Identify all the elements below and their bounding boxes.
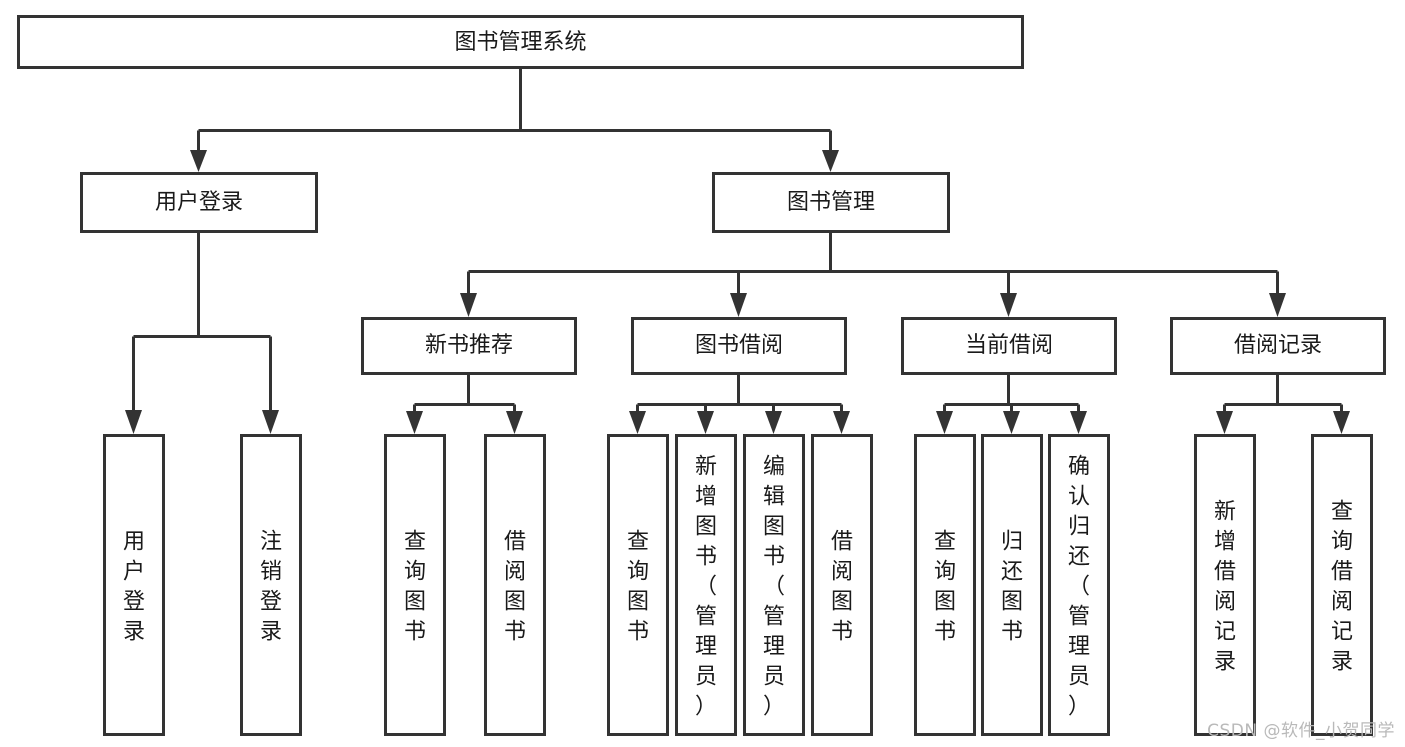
node-current-borrow-label: 当前借阅 <box>965 333 1053 358</box>
leaf-borrow-record-1-box[interactable] <box>1311 434 1373 736</box>
leaf-user-login-0[interactable]: 用户登录 <box>103 434 165 736</box>
node-book-management[interactable]: 图书管理 <box>712 172 950 233</box>
leaf-current-borrow-2-label: 确认归还（管理员） <box>1068 454 1090 719</box>
leaf-book-borrow-2-label: 编辑图书（管理员） <box>763 454 785 719</box>
leaf-new-book-1-label: 借阅图书 <box>504 529 526 644</box>
node-book-borrow[interactable]: 图书借阅 <box>631 317 847 375</box>
leaf-book-borrow-3-label: 借阅图书 <box>831 529 853 644</box>
leaf-book-borrow-0-label: 查询图书 <box>627 529 649 644</box>
arrow-head-user-login-child-2 <box>262 410 279 434</box>
leaf-current-borrow-2[interactable]: 确认归还（管理员） <box>1048 434 1110 736</box>
node-book-management-box[interactable] <box>712 172 950 233</box>
node-root[interactable]: 图书管理系统 <box>17 15 1024 69</box>
node-new-book-recommend-label: 新书推荐 <box>425 333 513 358</box>
node-new-book-recommend-box[interactable] <box>361 317 577 375</box>
leaf-book-borrow-2[interactable]: 编辑图书（管理员） <box>743 434 805 736</box>
leaf-book-borrow-3-box[interactable] <box>811 434 873 736</box>
arrow-head-book-mgmt <box>822 150 839 172</box>
arrow-head-borrow-record <box>1269 293 1286 317</box>
leaf-new-book-0[interactable]: 查询图书 <box>384 434 446 736</box>
node-book-management-label: 图书管理 <box>787 190 875 215</box>
leaf-current-borrow-0[interactable]: 查询图书 <box>914 434 976 736</box>
arrow-head-new-book-leaf-2 <box>506 411 523 434</box>
arrow-head-new-book <box>460 293 477 317</box>
leaf-book-borrow-0-box[interactable] <box>607 434 669 736</box>
leaf-borrow-record-0[interactable]: 新增借阅记录 <box>1194 434 1256 736</box>
leaf-current-borrow-0-box[interactable] <box>914 434 976 736</box>
arrow-head-current-borrow <box>1000 293 1017 317</box>
leaf-new-book-0-label: 查询图书 <box>404 529 426 644</box>
arrow-head-book-borrow-leaf-4 <box>833 411 850 434</box>
arrow-head-user-login-child-1 <box>125 410 142 434</box>
arrow-head-user-login <box>190 150 207 172</box>
node-root-box[interactable] <box>17 15 1024 69</box>
leaf-borrow-record-1-label: 查询借阅记录 <box>1331 499 1353 674</box>
leaf-borrow-record-0-box[interactable] <box>1194 434 1256 736</box>
leaf-user-login-1-box[interactable] <box>240 434 302 736</box>
node-root-label: 图书管理系统 <box>454 30 586 55</box>
leaf-current-borrow-0-label: 查询图书 <box>934 529 956 644</box>
leaf-current-borrow-1[interactable]: 归还图书 <box>981 434 1043 736</box>
leaf-user-login-0-box[interactable] <box>103 434 165 736</box>
node-current-borrow[interactable]: 当前借阅 <box>901 317 1117 375</box>
node-borrow-record[interactable]: 借阅记录 <box>1170 317 1386 375</box>
leaf-user-login-0-label: 用户登录 <box>123 529 145 644</box>
leaf-borrow-record-1[interactable]: 查询借阅记录 <box>1311 434 1373 736</box>
node-user-login-box[interactable] <box>80 172 318 233</box>
arrow-head-new-book-leaf-1 <box>406 411 423 434</box>
node-new-book-recommend[interactable]: 新书推荐 <box>361 317 577 375</box>
node-book-borrow-box[interactable] <box>631 317 847 375</box>
arrow-head-borrow-record-leaf-1 <box>1216 411 1233 434</box>
leaf-borrow-record-0-label: 新增借阅记录 <box>1214 499 1236 674</box>
arrow-head-book-borrow <box>730 293 747 317</box>
arrow-head-current-borrow-leaf-1 <box>936 411 953 434</box>
leaf-user-login-1-label: 注销登录 <box>260 529 282 644</box>
arrow-head-current-borrow-leaf-2 <box>1003 411 1020 434</box>
leaf-current-borrow-1-label: 归还图书 <box>1001 529 1023 644</box>
leaf-book-borrow-1-label: 新增图书（管理员） <box>695 454 717 719</box>
node-current-borrow-box[interactable] <box>901 317 1117 375</box>
leaf-book-borrow-2-box[interactable] <box>743 434 805 736</box>
csdn-watermark: CSDN @软件_小贺同学 <box>1207 721 1395 741</box>
leaf-current-borrow-1-box[interactable] <box>981 434 1043 736</box>
arrow-head-current-borrow-leaf-3 <box>1070 411 1087 434</box>
node-borrow-record-label: 借阅记录 <box>1234 333 1322 358</box>
leaf-book-borrow-1[interactable]: 新增图书（管理员） <box>675 434 737 736</box>
node-book-borrow-label: 图书借阅 <box>695 333 783 358</box>
leaf-book-borrow-0[interactable]: 查询图书 <box>607 434 669 736</box>
leaf-new-book-1-box[interactable] <box>484 434 546 736</box>
leaf-new-book-0-box[interactable] <box>384 434 446 736</box>
leaf-book-borrow-3[interactable]: 借阅图书 <box>811 434 873 736</box>
leaf-user-login-1[interactable]: 注销登录 <box>240 434 302 736</box>
node-user-login[interactable]: 用户登录 <box>80 172 318 233</box>
node-user-login-label: 用户登录 <box>155 190 243 215</box>
arrow-head-borrow-record-leaf-2 <box>1333 411 1350 434</box>
arrow-head-book-borrow-leaf-2 <box>697 411 714 434</box>
arrow-head-book-borrow-leaf-3 <box>765 411 782 434</box>
connector-layer <box>125 68 1350 434</box>
leaf-book-borrow-1-box[interactable] <box>675 434 737 736</box>
leaf-current-borrow-2-box[interactable] <box>1048 434 1110 736</box>
node-borrow-record-box[interactable] <box>1170 317 1386 375</box>
arrow-head-book-borrow-leaf-1 <box>629 411 646 434</box>
leaf-new-book-1[interactable]: 借阅图书 <box>484 434 546 736</box>
